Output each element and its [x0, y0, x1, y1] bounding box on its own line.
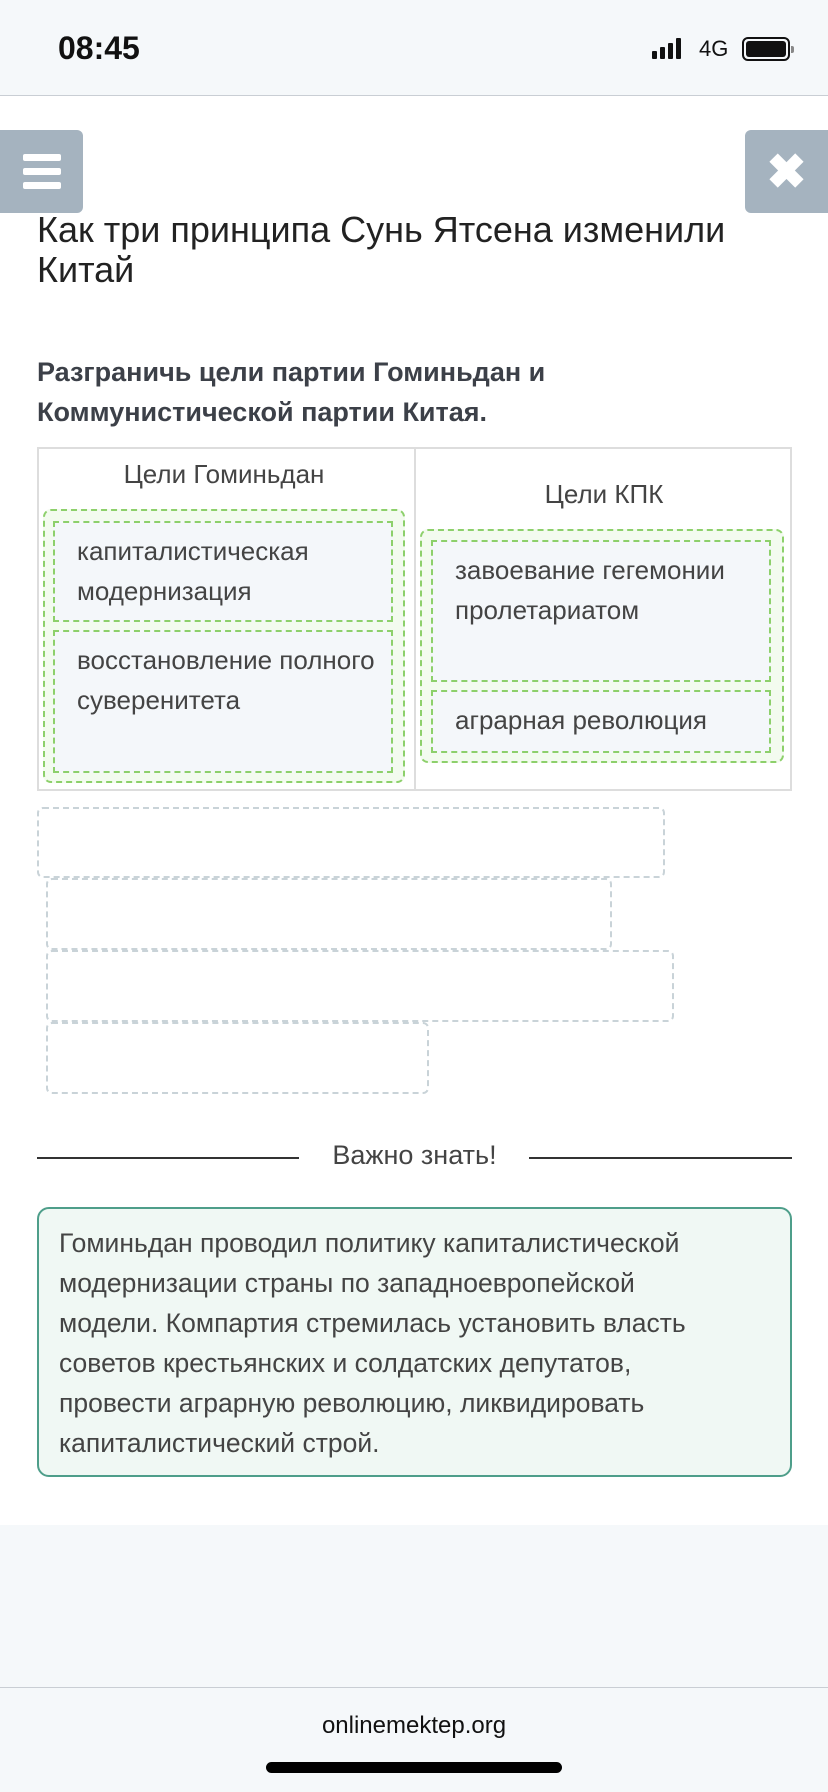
- column-divider: [414, 449, 416, 789]
- answer-card[interactable]: восстановление полного суверенитета: [53, 630, 393, 773]
- empty-card-slot[interactable]: [37, 807, 665, 878]
- info-line: капиталистический строй.: [59, 1428, 380, 1458]
- info-line: модели. Компартия стремилась установить …: [59, 1308, 686, 1338]
- page-title: Как три принципа Сунь Ятсена изменили Ки…: [37, 209, 726, 290]
- empty-card-slot[interactable]: [46, 950, 674, 1022]
- column-heading-kuomintang: Цели Гоминьдан: [123, 459, 325, 489]
- divider-line: [529, 1157, 792, 1159]
- close-icon: ✖: [766, 145, 807, 199]
- column-heading-cpc: Цели КПК: [544, 479, 664, 509]
- signal-icon: [652, 38, 681, 59]
- sorting-table: Цели Гоминьдан Цели КПК капиталистическа…: [37, 447, 792, 791]
- info-line: провести аграрную революцию, ликвидирова…: [59, 1388, 645, 1418]
- answer-card[interactable]: завоевание гегемонии пролетариатом: [431, 540, 771, 682]
- important-info-box: Гоминьдан проводил политику капиталистич…: [37, 1207, 792, 1477]
- status-time: 08:45: [58, 30, 140, 66]
- menu-button[interactable]: [0, 130, 83, 213]
- answer-card[interactable]: капиталистическая модернизация: [53, 521, 393, 622]
- status-bar: 08:45 4G: [0, 0, 828, 96]
- hamburger-icon: [22, 154, 61, 189]
- empty-card-slot[interactable]: [46, 1022, 429, 1094]
- drop-zone-cpc[interactable]: завоевание гегемонии пролетариатом аграр…: [420, 529, 784, 763]
- drop-zone-kuomintang[interactable]: капиталистическая модернизация восстанов…: [43, 509, 405, 783]
- answer-card[interactable]: аграрная революция: [431, 690, 771, 753]
- battery-icon: [742, 37, 794, 61]
- empty-card-slot[interactable]: [46, 878, 612, 950]
- important-divider: Важно знать!: [37, 1140, 792, 1176]
- footer-divider: [0, 1687, 828, 1688]
- task-instruction: Разграничь цели партии Гоминьдан и Комму…: [37, 357, 546, 427]
- info-line: советов крестьянских и солдатских депута…: [59, 1348, 632, 1378]
- info-line: Гоминьдан проводил политику капиталистич…: [59, 1228, 680, 1258]
- url-label[interactable]: onlinemektep.org: [321, 1712, 507, 1739]
- browser-bottom-area: [0, 1525, 828, 1792]
- divider-line: [37, 1157, 299, 1159]
- info-line: модернизации страны по западноевропейско…: [59, 1268, 635, 1298]
- network-label: 4G: [699, 36, 729, 61]
- close-button[interactable]: ✖: [745, 130, 828, 213]
- home-indicator[interactable]: [266, 1762, 562, 1773]
- important-heading: Важно знать!: [332, 1140, 497, 1170]
